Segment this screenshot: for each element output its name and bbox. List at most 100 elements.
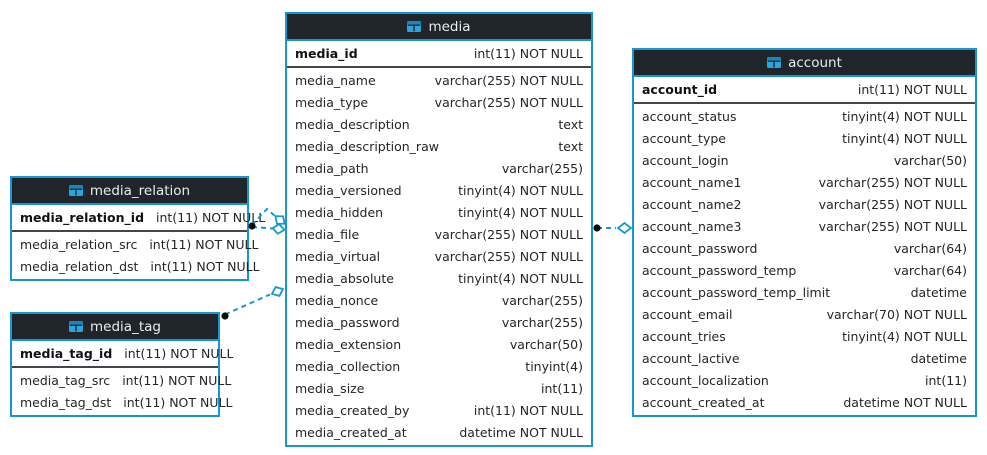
column-type: int(11) NOT NULL — [149, 236, 259, 252]
connector-dot-icon — [593, 224, 601, 232]
table-row[interactable]: account_localization int(11) — [634, 369, 975, 391]
column-name: media_description_raw — [295, 138, 439, 154]
table-row[interactable]: media_tag_dst int(11) NOT NULL — [12, 391, 232, 413]
column-name: media_created_by — [295, 402, 410, 418]
column-type: varchar(50) — [893, 152, 967, 168]
table-media-relation[interactable]: media_relation media_relation_id int(11)… — [10, 176, 265, 281]
many-diamond-icon — [616, 221, 633, 235]
column-type: varchar(255) NOT NULL — [818, 196, 967, 212]
column-type: varchar(255) NOT NULL — [434, 226, 583, 242]
table-row[interactable]: media_path varchar(255) — [287, 157, 591, 179]
column-type: int(11) — [925, 372, 967, 388]
table-row[interactable]: account_status tinyint(4) NOT NULL — [634, 105, 975, 127]
table-row[interactable]: media_collection tinyint(4) — [287, 355, 591, 377]
table-row[interactable]: media_size int(11) — [287, 377, 591, 399]
table-icon — [407, 21, 422, 32]
column-type: int(11) NOT NULL — [473, 46, 583, 61]
table-row[interactable]: account_name1 varchar(255) NOT NULL — [634, 171, 975, 193]
column-type: tinyint(4) NOT NULL — [458, 204, 583, 220]
table-row[interactable]: account_name2 varchar(255) NOT NULL — [634, 193, 975, 215]
column-name: media_relation_id — [20, 210, 145, 225]
table-row[interactable]: account_password varchar(64) — [634, 237, 975, 259]
column-name: media_relation_src — [20, 236, 138, 252]
table-media[interactable]: media media_id int(11) NOT NULL media_na… — [285, 12, 593, 447]
column-name: media_type — [295, 94, 369, 110]
table-row-primary-key[interactable]: account_id int(11) NOT NULL — [634, 77, 975, 104]
column-name: media_hidden — [295, 204, 384, 220]
column-name: account_name2 — [642, 196, 742, 212]
column-name: media_description — [295, 116, 410, 132]
table-row[interactable]: account_lactive datetime — [634, 347, 975, 369]
table-row[interactable]: account_password_temp varchar(64) — [634, 259, 975, 281]
column-type: varchar(50) — [509, 336, 583, 352]
column-type: int(11) NOT NULL — [123, 394, 233, 410]
table-row[interactable]: account_password_temp_limit datetime — [634, 281, 975, 303]
column-type: int(11) — [541, 380, 583, 396]
column-name: media_tag_id — [20, 346, 113, 361]
connector-media-to-account[interactable] — [593, 221, 633, 235]
table-row[interactable]: media_description text — [287, 113, 591, 135]
table-icon — [69, 321, 84, 332]
column-name: media_name — [295, 72, 376, 88]
table-row[interactable]: media_tag_src int(11) NOT NULL — [12, 369, 231, 391]
table-row[interactable]: media_hidden tinyint(4) NOT NULL — [287, 201, 591, 223]
table-media-tag[interactable]: media_tag media_tag_id int(11) NOT NULL … — [10, 312, 233, 417]
column-name: media_created_at — [295, 424, 407, 440]
table-row[interactable]: media_virtual varchar(255) NOT NULL — [287, 245, 591, 267]
table-row[interactable]: media_description_raw text — [287, 135, 591, 157]
table-row[interactable]: account_tries tinyint(4) NOT NULL — [634, 325, 975, 347]
column-name: media_file — [295, 226, 360, 242]
column-name: account_type — [642, 130, 726, 146]
column-type: tinyint(4) NOT NULL — [842, 130, 967, 146]
table-row[interactable]: account_created_at datetime NOT NULL — [634, 391, 975, 413]
column-type: varchar(255) NOT NULL — [818, 174, 967, 190]
column-type: datetime — [910, 284, 967, 300]
table-rows: media_name varchar(255) NOT NULL media_t… — [287, 68, 591, 445]
table-row[interactable]: media_name varchar(255) NOT NULL — [287, 69, 591, 91]
column-name: account_email — [642, 306, 733, 322]
column-type: varchar(255) NOT NULL — [818, 218, 967, 234]
table-row[interactable]: media_relation_dst int(11) NOT NULL — [12, 255, 260, 277]
table-row[interactable]: media_extension varchar(50) — [287, 333, 591, 355]
column-name: account_tries — [642, 328, 726, 344]
table-row[interactable]: media_nonce varchar(255) — [287, 289, 591, 311]
table-title: media_tag — [90, 318, 161, 335]
column-name: account_id — [642, 82, 718, 97]
column-name: media_absolute — [295, 270, 394, 286]
table-row[interactable]: account_type tinyint(4) NOT NULL — [634, 127, 975, 149]
table-row[interactable]: account_login varchar(50) — [634, 149, 975, 171]
column-type: varchar(255) — [501, 160, 583, 176]
column-name: account_login — [642, 152, 729, 168]
table-row[interactable]: media_created_by int(11) NOT NULL — [287, 399, 591, 421]
column-type: int(11) NOT NULL — [857, 82, 967, 97]
table-row-primary-key[interactable]: media_id int(11) NOT NULL — [287, 41, 591, 68]
table-account[interactable]: account account_id int(11) NOT NULL acco… — [632, 48, 977, 417]
column-type: datetime NOT NULL — [843, 394, 967, 410]
table-row-primary-key[interactable]: media_relation_id int(11) NOT NULL — [12, 205, 265, 232]
column-type: tinyint(4) NOT NULL — [458, 182, 583, 198]
column-name: media_path — [295, 160, 369, 176]
table-row[interactable]: media_password varchar(255) — [287, 311, 591, 333]
table-row[interactable]: account_email varchar(70) NOT NULL — [634, 303, 975, 325]
table-header-media-relation[interactable]: media_relation — [12, 178, 247, 205]
column-type: int(11) NOT NULL — [473, 402, 583, 418]
column-name: account_name1 — [642, 174, 742, 190]
table-row[interactable]: media_file varchar(255) NOT NULL — [287, 223, 591, 245]
table-header-media[interactable]: media — [287, 14, 591, 41]
table-row[interactable]: media_created_at datetime NOT NULL — [287, 421, 591, 443]
column-type: text — [558, 116, 583, 132]
table-header-account[interactable]: account — [634, 50, 975, 77]
table-row[interactable]: media_absolute tinyint(4) NOT NULL — [287, 267, 591, 289]
table-header-media-tag[interactable]: media_tag — [12, 314, 218, 341]
table-icon — [407, 21, 422, 32]
table-row[interactable]: media_relation_src int(11) NOT NULL — [12, 233, 258, 255]
column-type: varchar(255) — [501, 314, 583, 330]
table-icon — [69, 321, 84, 332]
connector-media-tag-to-media[interactable] — [221, 285, 285, 320]
table-row-primary-key[interactable]: media_tag_id int(11) NOT NULL — [12, 341, 233, 368]
table-row[interactable]: media_versioned tinyint(4) NOT NULL — [287, 179, 591, 201]
column-name: media_id — [295, 46, 358, 61]
table-rows: media_relation_src int(11) NOT NULL medi… — [12, 232, 260, 279]
table-row[interactable]: media_type varchar(255) NOT NULL — [287, 91, 591, 113]
table-row[interactable]: account_name3 varchar(255) NOT NULL — [634, 215, 975, 237]
